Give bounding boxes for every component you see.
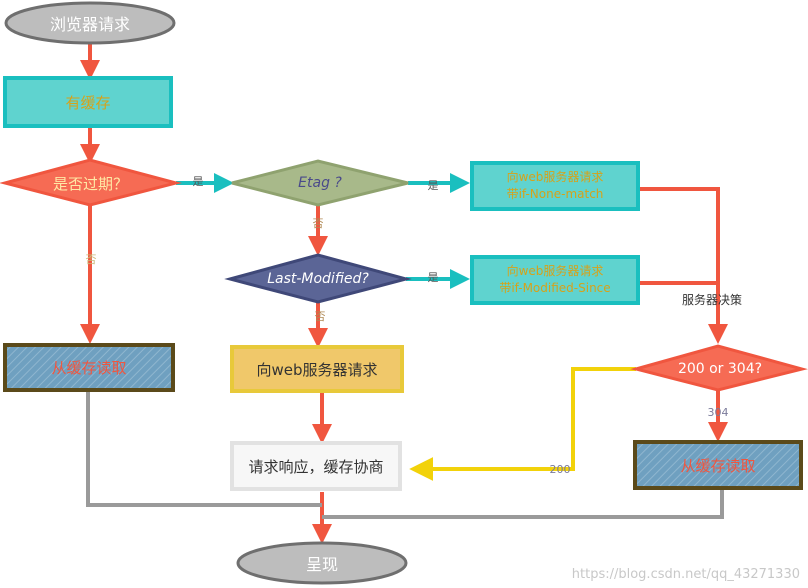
has-cache-box — [3, 76, 173, 128]
edge-none-match-to-decision — [640, 187, 728, 344]
start-node — [4, 1, 176, 45]
status-diamond — [630, 344, 808, 392]
response-box — [230, 441, 402, 491]
read-cache-left-box — [3, 343, 175, 392]
if-modified-since-box — [470, 255, 640, 305]
etag-diamond — [231, 159, 409, 207]
request-server-box — [230, 345, 404, 393]
expired-diamond — [0, 158, 182, 207]
edge-left-cache-to-present — [86, 392, 322, 507]
edge-right-cache-to-present — [322, 490, 724, 519]
watermark-text: https://blog.csdn.net/qq_43271330 — [571, 567, 800, 582]
present-node — [236, 541, 408, 585]
last-modified-diamond — [224, 253, 412, 304]
read-cache-right-box — [633, 440, 803, 490]
if-none-match-box — [470, 161, 640, 211]
edge-decision-200 — [409, 367, 636, 481]
